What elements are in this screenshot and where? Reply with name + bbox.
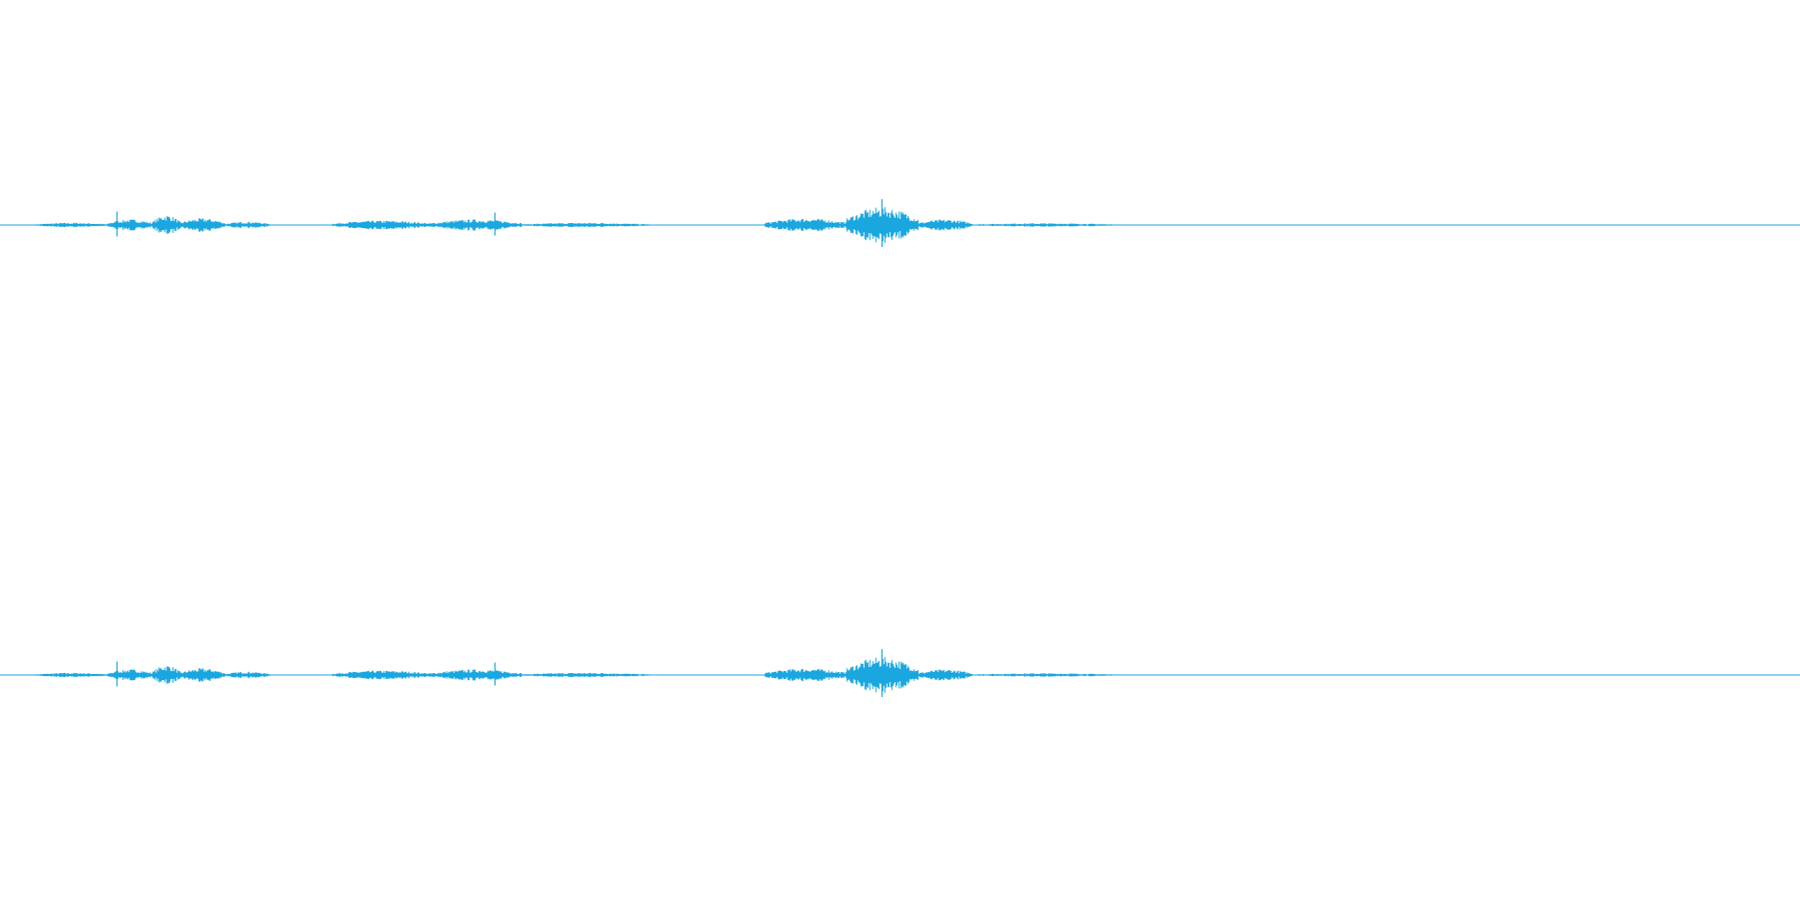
channel-layer — [0, 199, 1800, 697]
channel-1-segment-3 — [179, 218, 226, 232]
channel-2-segment-1 — [107, 669, 154, 681]
channel-1-segment-0 — [35, 222, 109, 228]
channel-2-segment-0 — [35, 672, 109, 678]
channel-1-segment-8 — [764, 218, 847, 232]
channel-2-segment-4 — [224, 671, 271, 679]
channel-1-segment-4 — [224, 221, 271, 229]
channel-2-segment-3 — [179, 668, 226, 682]
channel-1-segment-6 — [431, 219, 523, 231]
channel-2-waveform — [0, 649, 1800, 697]
channel-2-segment-6 — [431, 669, 523, 681]
channel-1-waveform — [0, 199, 1800, 247]
channel-1-segment-5 — [332, 220, 433, 230]
channel-1-segment-9 — [845, 207, 919, 243]
channel-2-segment-5 — [332, 670, 433, 680]
channel-1-segment-1 — [107, 219, 154, 231]
channel-2-segment-11 — [971, 673, 1117, 677]
channel-2-segment-7 — [521, 672, 649, 678]
channel-1-segment-10 — [917, 219, 973, 231]
channel-2-segment-10 — [917, 669, 973, 681]
channel-1-segment-11 — [971, 223, 1117, 227]
channel-2-segment-9 — [845, 657, 919, 693]
channel-2-segment-8 — [764, 668, 847, 682]
channel-1-segment-7 — [521, 222, 649, 228]
channel-2-segment-2 — [152, 666, 181, 684]
channel-1-segment-2 — [152, 216, 181, 234]
